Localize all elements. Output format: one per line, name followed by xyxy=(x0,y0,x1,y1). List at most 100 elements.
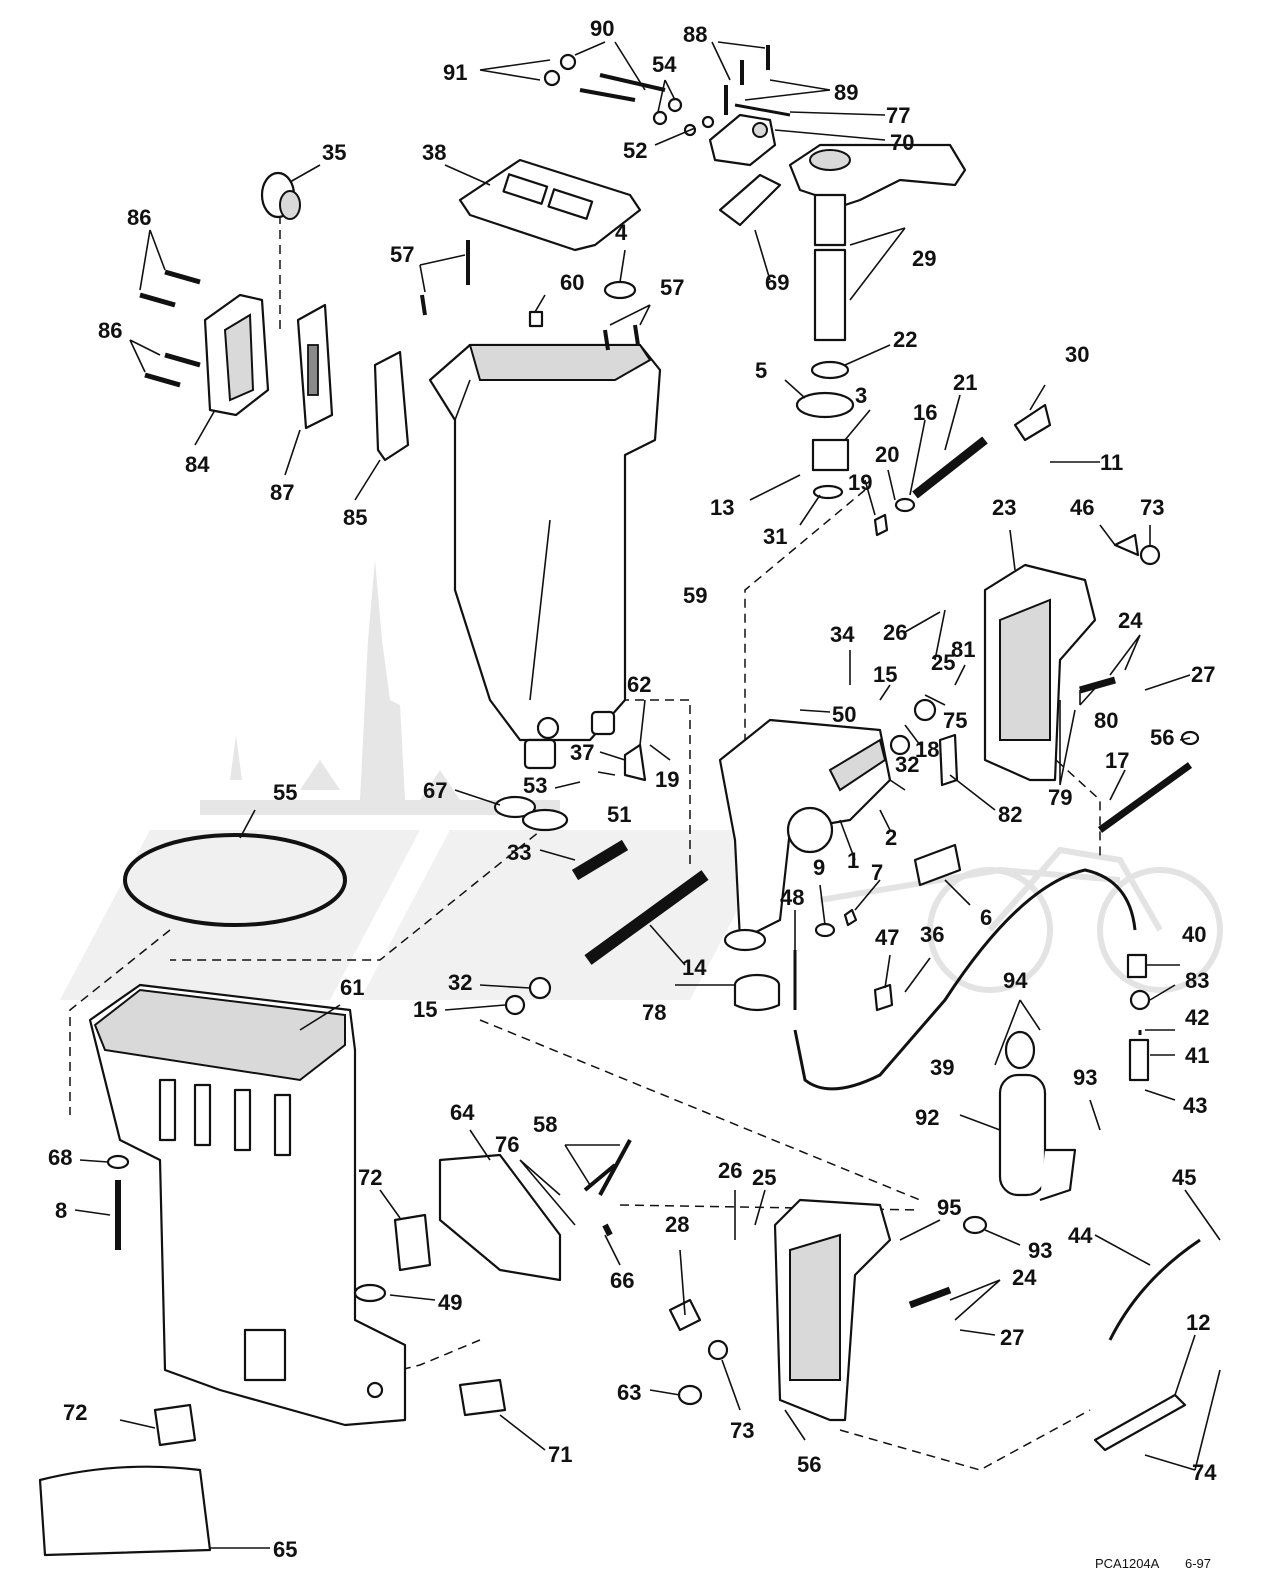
callout-22: 22 xyxy=(893,327,917,352)
callout-85: 85 xyxy=(343,505,367,530)
callout-60: 60 xyxy=(560,270,584,295)
callout-71: 71 xyxy=(548,1442,572,1467)
callout-30: 30 xyxy=(1065,342,1089,367)
plate-87 xyxy=(296,303,334,430)
callout-54: 54 xyxy=(652,52,677,77)
bolts-86 xyxy=(139,269,201,388)
callout-56b: 56 xyxy=(797,1452,821,1477)
callout-24b: 24 xyxy=(1012,1265,1037,1290)
callout-19b: 19 xyxy=(655,767,679,792)
callout-83: 83 xyxy=(1185,968,1209,993)
callout-4: 4 xyxy=(615,220,628,245)
bracket-70 xyxy=(708,113,777,167)
callout-82: 82 xyxy=(998,802,1022,827)
callout-89: 89 xyxy=(834,80,858,105)
callout-58: 58 xyxy=(533,1112,557,1137)
callout-19a: 19 xyxy=(848,470,872,495)
seal-ring-55 xyxy=(123,833,347,927)
callout-41: 41 xyxy=(1185,1043,1209,1068)
callout-11: 11 xyxy=(1100,450,1123,475)
callout-90: 90 xyxy=(590,16,614,41)
callout-64: 64 xyxy=(450,1100,475,1125)
callout-23: 23 xyxy=(992,495,1016,520)
callout-38: 38 xyxy=(422,140,446,165)
callout-66: 66 xyxy=(610,1268,634,1293)
callout-67: 67 xyxy=(423,778,447,803)
callout-57b: 57 xyxy=(660,275,684,300)
callout-8: 8 xyxy=(55,1198,67,1223)
callout-73b: 73 xyxy=(730,1418,754,1443)
callout-43: 43 xyxy=(1183,1093,1207,1118)
callout-57a: 57 xyxy=(390,242,414,267)
callout-92: 92 xyxy=(915,1105,939,1130)
callout-59: 59 xyxy=(683,583,707,608)
watermark-logo xyxy=(60,560,1223,1000)
callout-20: 20 xyxy=(875,442,899,467)
grommet-35 xyxy=(260,171,301,220)
callout-15b: 15 xyxy=(413,997,437,1022)
seal-67 xyxy=(493,795,569,832)
stern-bracket-23 xyxy=(983,563,1097,782)
callout-27a: 27 xyxy=(1191,662,1215,687)
callout-47: 47 xyxy=(875,925,899,950)
trim-cylinder-92 xyxy=(998,1030,1077,1202)
callout-86b: 86 xyxy=(98,318,122,343)
gasket-38 xyxy=(458,158,642,252)
callout-49: 49 xyxy=(438,1290,462,1315)
callout-62: 62 xyxy=(627,672,651,697)
callout-1: 1 xyxy=(847,848,859,873)
shim-69 xyxy=(718,173,782,227)
callout-6: 6 xyxy=(980,905,992,930)
callout-70: 70 xyxy=(890,130,914,155)
swivel-bracket-1 xyxy=(718,718,892,952)
callout-2: 2 xyxy=(885,825,897,850)
callout-48: 48 xyxy=(780,885,804,910)
leader-lines xyxy=(74,41,1221,1549)
driveshaft-housing-61 xyxy=(88,983,407,1427)
callout-29: 29 xyxy=(912,246,936,271)
diagram-footer: PCA1204A 6-97 xyxy=(1095,1556,1211,1571)
callout-28: 28 xyxy=(665,1212,689,1237)
callout-63: 63 xyxy=(617,1380,641,1405)
callout-15a: 15 xyxy=(873,662,897,687)
callout-93b: 93 xyxy=(1028,1238,1052,1263)
callout-17: 17 xyxy=(1105,748,1129,773)
callout-93a: 93 xyxy=(1073,1065,1097,1090)
callout-24a: 24 xyxy=(1118,608,1143,633)
callout-76: 76 xyxy=(495,1132,519,1157)
callout-56a: 56 xyxy=(1150,725,1174,750)
callout-14: 14 xyxy=(682,955,707,980)
callout-26b: 26 xyxy=(718,1158,742,1183)
callout-72b: 72 xyxy=(63,1400,87,1425)
callout-32b: 32 xyxy=(448,970,472,995)
diagram-date: 6-97 xyxy=(1185,1556,1211,1571)
callout-84: 84 xyxy=(185,452,210,477)
small-parts xyxy=(38,45,1201,1557)
cable-39 xyxy=(793,868,1148,1091)
callout-80: 80 xyxy=(1094,708,1118,733)
callout-42: 42 xyxy=(1185,1005,1209,1030)
callout-50: 50 xyxy=(832,702,856,727)
callout-74: 74 xyxy=(1192,1460,1217,1485)
callout-33: 33 xyxy=(507,840,531,865)
callout-61: 61 xyxy=(340,975,364,1000)
callout-18: 18 xyxy=(915,737,939,762)
callout-45: 45 xyxy=(1172,1165,1196,1190)
callout-36: 36 xyxy=(920,922,944,947)
callout-87: 87 xyxy=(270,480,294,505)
callout-75: 75 xyxy=(943,708,967,733)
callout-95: 95 xyxy=(937,1195,961,1220)
callout-68: 68 xyxy=(48,1145,72,1170)
tubes xyxy=(571,436,1193,965)
callout-77: 77 xyxy=(886,103,910,128)
callout-12: 12 xyxy=(1186,1310,1210,1335)
callout-35: 35 xyxy=(322,140,346,165)
callout-79: 79 xyxy=(1048,785,1072,810)
callout-94: 94 xyxy=(1003,968,1028,993)
callout-78: 78 xyxy=(642,1000,666,1025)
callout-69: 69 xyxy=(765,270,789,295)
callout-9: 9 xyxy=(813,855,825,880)
callout-81: 81 xyxy=(951,637,975,662)
bearing-parts xyxy=(795,360,855,500)
